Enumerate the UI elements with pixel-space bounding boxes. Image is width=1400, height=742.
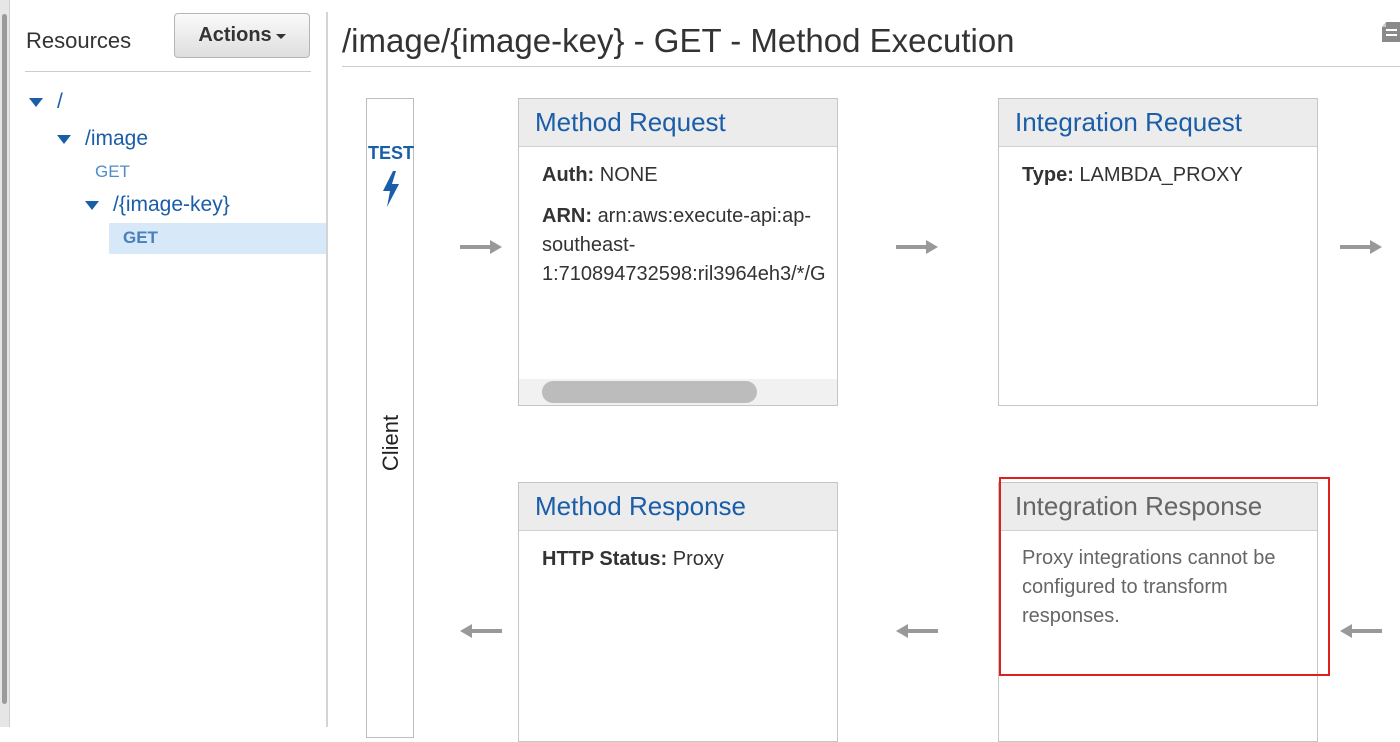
scrollbar-thumb[interactable]	[542, 381, 757, 403]
highlight-box	[999, 477, 1330, 676]
http-status-value: Proxy	[672, 548, 724, 570]
tree-toggle-icon[interactable]	[57, 134, 71, 144]
arrow-left-icon	[1340, 624, 1382, 638]
auth-label: Auth:	[542, 164, 595, 186]
page-title: /image/{image-key} - GET - Method Execut…	[342, 22, 1015, 59]
tree-item-image-get[interactable]: GET	[95, 162, 130, 182]
lightning-bolt-icon[interactable]	[380, 170, 402, 208]
integration-request-panel: Integration Request Type: LAMBDA_PROXY	[998, 98, 1318, 406]
divider	[25, 71, 311, 72]
tree-item-image[interactable]: /image	[57, 127, 148, 151]
tree-item-label: /image	[85, 127, 149, 150]
arrow-left-icon	[460, 624, 502, 638]
integration-request-link[interactable]: Integration Request	[999, 99, 1317, 147]
resources-sidebar: Resources Actions / /image GET /{image-k…	[11, 0, 327, 727]
method-request-panel: Method Request Auth: NONE ARN: arn:aws:e…	[518, 98, 838, 406]
auth-row: Auth: NONE	[542, 161, 837, 189]
arrow-right-icon	[460, 240, 502, 254]
type-row: Type: LAMBDA_PROXY	[1022, 161, 1317, 189]
type-value: LAMBDA_PROXY	[1079, 164, 1243, 186]
arn-value-line1: arn:aws:execute-api:ap-	[597, 205, 812, 227]
test-link[interactable]: TEST	[368, 143, 415, 163]
actions-button-label: Actions	[198, 24, 272, 46]
page-icon[interactable]	[1378, 20, 1400, 44]
divider	[342, 66, 1400, 67]
arn-label: ARN:	[542, 205, 592, 227]
horizontal-scrollbar[interactable]	[519, 379, 837, 405]
tree-item-root[interactable]: /	[29, 90, 63, 114]
resources-title: Resources	[26, 28, 132, 53]
caret-down-icon	[275, 34, 286, 39]
sidebar-border[interactable]	[326, 12, 328, 727]
tree-item-label: GET	[95, 162, 130, 181]
integration-response-title: Integration Response	[999, 483, 1317, 531]
arrow-left-icon	[896, 624, 938, 638]
integration-response-panel: Integration Response Proxy integrations …	[998, 482, 1318, 742]
tree-item-image-key[interactable]: /{image-key}	[85, 193, 230, 217]
left-scrollbar[interactable]	[0, 0, 10, 727]
method-response-panel: Method Response HTTP Status: Proxy	[518, 482, 838, 742]
left-scrollbar-thumb[interactable]	[2, 14, 7, 704]
arrow-right-icon	[896, 240, 938, 254]
client-label: Client	[378, 414, 403, 472]
http-status-label: HTTP Status:	[542, 548, 668, 570]
integration-response-message: Proxy integrations cannot be configured …	[1022, 547, 1276, 627]
tree-item-label: GET	[123, 228, 158, 247]
type-label: Type:	[1022, 164, 1074, 186]
arrow-right-icon	[1340, 240, 1382, 254]
actions-button[interactable]: Actions	[174, 13, 310, 58]
auth-value: NONE	[599, 164, 658, 186]
arn-row: ARN: arn:aws:execute-api:ap-	[542, 202, 837, 231]
client-column	[366, 98, 414, 738]
tree-item-label: /{image-key}	[113, 193, 230, 216]
tree-toggle-icon[interactable]	[29, 97, 43, 107]
http-status-row: HTTP Status: Proxy	[542, 545, 837, 573]
method-response-link[interactable]: Method Response	[519, 483, 837, 531]
arn-value-line2: southeast-	[542, 234, 636, 256]
tree-toggle-icon[interactable]	[85, 200, 99, 210]
method-request-link[interactable]: Method Request	[519, 99, 837, 147]
tree-item-image-key-get[interactable]: GET	[109, 223, 327, 254]
tree-item-label: /	[57, 90, 63, 113]
arn-value-line3: 1:710894732598:ril3964eh3/*/G	[542, 263, 826, 285]
